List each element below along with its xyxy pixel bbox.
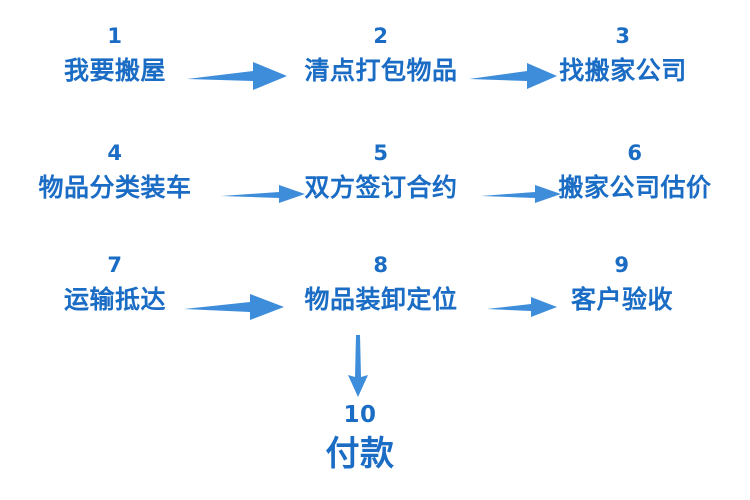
flow-step-7: 7 运输抵达 bbox=[63, 253, 167, 314]
step-label: 物品装卸定位 bbox=[304, 285, 458, 314]
step-label: 物品分类装车 bbox=[38, 173, 192, 202]
step-label: 搬家公司估价 bbox=[558, 173, 712, 202]
step-number: 8 bbox=[373, 253, 389, 277]
step-label: 清点打包物品 bbox=[304, 56, 458, 85]
flow-step-10: 10 付款 bbox=[326, 404, 395, 473]
arrow-4-to-5 bbox=[219, 182, 307, 206]
flow-step-5: 5 双方签订合约 bbox=[304, 141, 458, 202]
arrow-7-to-8 bbox=[182, 291, 286, 323]
step-number: 2 bbox=[373, 24, 389, 48]
step-number: 5 bbox=[373, 141, 389, 165]
step-number: 9 bbox=[614, 253, 630, 277]
step-label: 付款 bbox=[325, 434, 395, 474]
step-label: 客户验收 bbox=[570, 285, 674, 314]
flow-step-4: 4 物品分类装车 bbox=[38, 141, 192, 202]
flow-step-6: 6 搬家公司估价 bbox=[558, 141, 712, 202]
step-number: 1 bbox=[107, 24, 123, 48]
step-label: 双方签订合约 bbox=[304, 173, 458, 202]
step-number: 10 bbox=[343, 402, 377, 428]
flow-step-3: 3 找搬家公司 bbox=[559, 24, 687, 85]
arrow-1-to-2 bbox=[185, 59, 289, 93]
step-number: 4 bbox=[107, 141, 123, 165]
step-number: 7 bbox=[107, 253, 123, 277]
step-label: 找搬家公司 bbox=[559, 56, 687, 85]
flow-step-8: 8 物品装卸定位 bbox=[304, 253, 458, 314]
flow-step-9: 9 客户验收 bbox=[570, 253, 674, 314]
arrow-8-to-9 bbox=[485, 294, 559, 320]
arrow-8-to-10 bbox=[345, 333, 371, 399]
flow-step-2: 2 清点打包物品 bbox=[304, 24, 458, 85]
step-number: 3 bbox=[615, 24, 631, 48]
step-label: 运输抵达 bbox=[63, 285, 167, 314]
flow-step-1: 1 我要搬屋 bbox=[63, 24, 167, 85]
step-number: 6 bbox=[627, 141, 643, 165]
arrow-5-to-6 bbox=[479, 182, 563, 206]
step-label: 我要搬屋 bbox=[63, 56, 167, 85]
arrow-2-to-3 bbox=[467, 60, 559, 92]
